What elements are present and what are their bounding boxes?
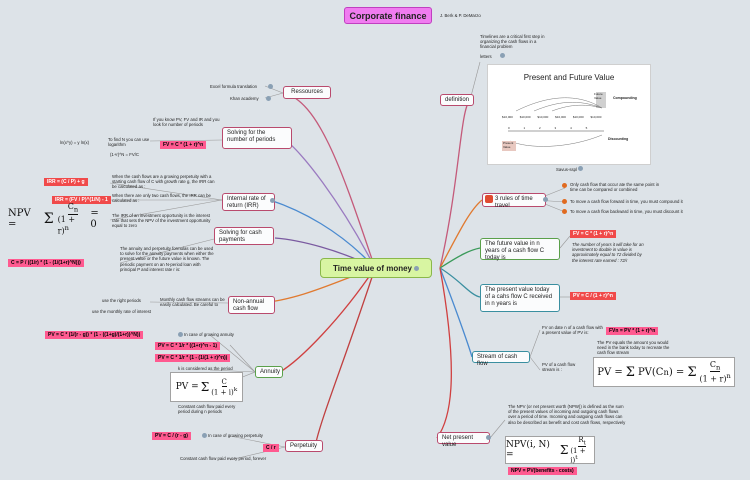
annuity-pv-formula: PV = C * 1/r * (1 - (1/(1 + r)^n)) (155, 354, 231, 362)
irr-formula-perpetuity: IRR = (C / P) + g (44, 178, 88, 186)
authors: J. Berk & P. DeMarzo (440, 13, 481, 18)
npv-formula: NPV = PV(benefits - costs) (508, 467, 577, 475)
annuity-node[interactable]: Annuity (255, 366, 283, 378)
definition-note: Timelines are a critical first step in o… (480, 34, 545, 50)
solving-cash-note: The annuity and perpetuity formulas can … (120, 246, 214, 272)
growing-annuity-note: In case of growing annuity (184, 332, 234, 337)
growing-perpetuity-icon[interactable] (202, 433, 207, 438)
growing-perpetuity-note: In case of growing perpetuity (208, 433, 263, 438)
caption-icon[interactable] (578, 166, 583, 171)
rules-info-icon[interactable] (543, 197, 548, 202)
compounding-arrows (508, 97, 604, 147)
growing-annuity-formula: PV = C * (1/(r - g)) * (1 - ((1+g)/(1+r)… (45, 331, 144, 339)
future-value-formula: FV = C * (1 + r)^n (570, 230, 617, 238)
central-node[interactable]: Time value of money (320, 258, 432, 278)
npv-sum-formula: NPV(i, N) = Σ Rt(1 + i)t (505, 436, 595, 464)
solving-periods-node[interactable]: Solving for the number of periods (222, 127, 292, 149)
rule-1-icon (562, 183, 567, 188)
period-k-note: k is considered as the period (178, 366, 233, 371)
compounding-label: Compounding (613, 96, 637, 100)
present-value-node[interactable]: The present value today of a cahs flow C… (480, 284, 560, 312)
irr-formula-two-cashflows: IRR = (FV / P)^(1/N) - 1 (52, 196, 111, 204)
ressources-node[interactable]: Ressources (283, 86, 331, 99)
future-value-box (596, 92, 606, 108)
image-caption: Savus-sspl (556, 167, 578, 172)
chart-title: Present and Future Value (523, 73, 615, 82)
present-future-value-image: Present and Future Value Future Value Co… (487, 64, 651, 165)
stream-pv-desc: The PV equals the amount you would need … (597, 340, 670, 356)
rule-1: Only cash flow that occur ate the same p… (570, 182, 660, 193)
rule-2: To move a cash flow forward in time, you… (570, 199, 683, 204)
present-value-formula: PV = C / (1 + r)^n (570, 292, 616, 300)
definition-node[interactable]: definition (440, 94, 474, 106)
solving-cash-node[interactable]: Solving for cash payments (214, 227, 274, 245)
title-text: Corporate finance (349, 10, 427, 21)
present-value-box (502, 141, 516, 151)
growing-annuity-icon[interactable] (178, 332, 183, 337)
ressource-khan[interactable]: Khan academy (230, 96, 259, 101)
npv-node[interactable]: Net present value (437, 432, 490, 448)
central-text: Time value of money (333, 263, 412, 273)
period-ticks: 0 1 2 3 4 5 (508, 126, 588, 130)
annuity-constant-note: Constant cash flow paid every period dur… (178, 404, 236, 415)
cash-payment-formula: C = P / ((1/r) * (1 - (1/(1+r)^N))) (8, 259, 84, 267)
stream-pv-note: PV of a cash flow stream is : (542, 362, 576, 373)
rule-3-icon (562, 209, 567, 214)
irr-definition-note: The IRR of an investment opportunity is … (112, 213, 211, 229)
stream-fv-formula: FVn = PV * (1 + r)^n (606, 327, 659, 335)
khan-link-icon[interactable] (266, 96, 271, 101)
excel-link-icon[interactable] (268, 84, 273, 89)
non-annual-item-periods: use the right periods (102, 298, 141, 303)
log-note: To find N you can use logarithm (108, 137, 150, 148)
log-alt: (1+r)^N = FV/C (110, 152, 139, 157)
npv-info-icon[interactable] (486, 435, 491, 440)
perpetuity-note: Constant cash flow paid every period, fo… (180, 456, 267, 461)
present-value-label: Present Value (503, 141, 514, 149)
future-value-label: Future Value (594, 92, 603, 100)
rule-of-72-note: The number of years it will take for an … (572, 242, 644, 263)
ressource-excel[interactable]: Excel formula translation (210, 84, 258, 89)
amounts-row: $10,000 $10,000 $10,000 $10,000 $10,000 … (502, 115, 602, 119)
npv-note: The NPV (or net present worth (NPW)) is … (508, 404, 626, 425)
flag-icon (485, 195, 493, 203)
perpetuity-formula: C / r (263, 444, 279, 452)
rule-3: To move a cash flow backward in time, yo… (570, 209, 683, 214)
growing-perpetuity-formula: PV = C / (r - g) (152, 432, 191, 440)
future-value-node[interactable]: The future value in n years of a cash fl… (480, 238, 560, 261)
irr-two-cashflows-note: When there are only two cash flows, the … (112, 193, 211, 204)
irr-info-icon[interactable] (270, 198, 275, 203)
discounting-label: Discounting (608, 137, 629, 141)
npv-zero-formula: NPV = Σ Cn(1 + r)n = 0 (8, 202, 99, 236)
non-annual-node[interactable]: Non-annual cash flow (228, 296, 275, 314)
annuity-fv-formula: PV = C * 1/r * ((1+r)^n - 1) (155, 342, 221, 350)
title-node[interactable]: Corporate finance (344, 7, 432, 24)
info-icon[interactable] (414, 265, 419, 271)
periods-formula: FV = C * (1 + r)^n (160, 141, 207, 149)
perpetuity-node[interactable]: Perpetuity (285, 440, 323, 452)
stream-fv-note: FV on date n of a cash flow with a prese… (542, 325, 603, 336)
stream-node[interactable]: Stream of cash flow (472, 351, 530, 367)
definition-sub: letters (480, 54, 492, 59)
non-annual-item-rate: use the monthly rate of interest (92, 309, 151, 314)
letters-icon[interactable] (500, 53, 505, 58)
irr-node[interactable]: Internal rate of return (IRR) (222, 193, 275, 211)
log-rule: ln(x^y) = y ln(x) (60, 140, 90, 145)
rule-2-icon (562, 199, 567, 204)
irr-perpetuity-note: When the cash flows are a growing perpet… (112, 174, 215, 190)
annuity-sum-formula: PV = Σ C(1 + i)k (170, 372, 243, 402)
non-annual-note: Monthly cash flow streams can be easily … (160, 297, 225, 308)
periods-note: If you know PV, FV and IR and you look f… (153, 117, 220, 128)
